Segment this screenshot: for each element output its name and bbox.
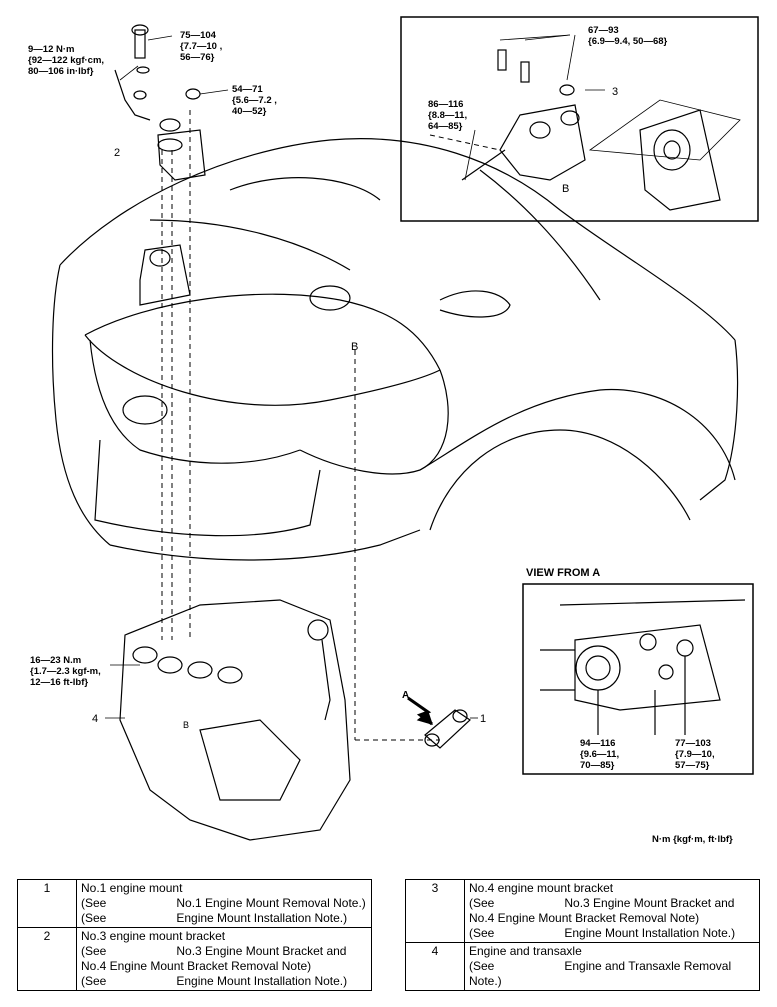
torque-t6: 16—23 N.m{1.7—2.3 kgf-m,12—16 ft-lbf} <box>30 655 101 688</box>
legend-num: 3 <box>405 879 465 943</box>
callout-b-inset: B <box>562 183 569 195</box>
legend-item-name: No.3 engine mount bracket <box>81 929 226 943</box>
torque-t1: 75—104{7.7—10 ,56—76} <box>180 30 222 63</box>
callout-4: 4 <box>92 713 98 725</box>
callout-b-mid: B <box>351 341 358 353</box>
units-note: N·m {kgf·m, ft·lbf} <box>652 834 733 845</box>
torque-t8: 77—103{7.9—10,57—75} <box>675 738 715 771</box>
legend-note: No.4 Engine Mount Bracket Removal Note) <box>81 959 312 973</box>
engine-mount-exploded-diagram: 75—104{7.7—10 ,56—76} 9—12 N·m{92—122 kg… <box>28 16 759 845</box>
engine-drawing <box>119 599 351 841</box>
vehicle-body-outline <box>51 138 739 561</box>
torque-t2: 9—12 N·m{92—122 kgf·cm,80—106 in·lbf} <box>28 44 104 77</box>
callout-b-engine: B <box>183 720 189 730</box>
legend-item-name: No.1 engine mount <box>81 881 183 895</box>
legend-note: No.4 Engine Mount Bracket Removal Note) <box>469 911 700 925</box>
torque-t3: 54—71{5.6—7.2 ,40—52} <box>232 84 277 117</box>
torque-t4: 67—93{6.9—9.4, 50—68} <box>588 25 668 47</box>
callout-3: 3 <box>612 86 618 98</box>
torque-t5: 86—116{8.8—11,64—85} <box>428 99 467 132</box>
no1-mount-drawing <box>424 709 471 749</box>
alignment-lines <box>161 110 501 741</box>
callout-1: 1 <box>480 713 486 725</box>
view-from-a-title: VIEW FROM A <box>526 567 600 579</box>
legend-item-name: No.4 engine mount bracket <box>469 881 614 895</box>
leader-lines <box>105 34 605 719</box>
callout-2: 2 <box>114 147 120 159</box>
legend-note: Note.) <box>469 974 502 988</box>
no3-mount-bracket-drawing <box>114 24 206 306</box>
legend-item-name: Engine and transaxle <box>469 944 582 958</box>
view-from-a-frame <box>522 583 754 775</box>
legend-num: 2 <box>17 927 77 991</box>
legend-num: 4 <box>405 942 465 991</box>
view-from-a-drawing <box>540 599 746 735</box>
callout-a: A <box>402 690 409 701</box>
detail-inset-frame <box>400 16 759 222</box>
legend-num: 1 <box>17 879 77 928</box>
torque-t7: 94—116{9.6—11,70—85} <box>580 738 619 771</box>
inset-bracket-drawing <box>461 49 741 211</box>
